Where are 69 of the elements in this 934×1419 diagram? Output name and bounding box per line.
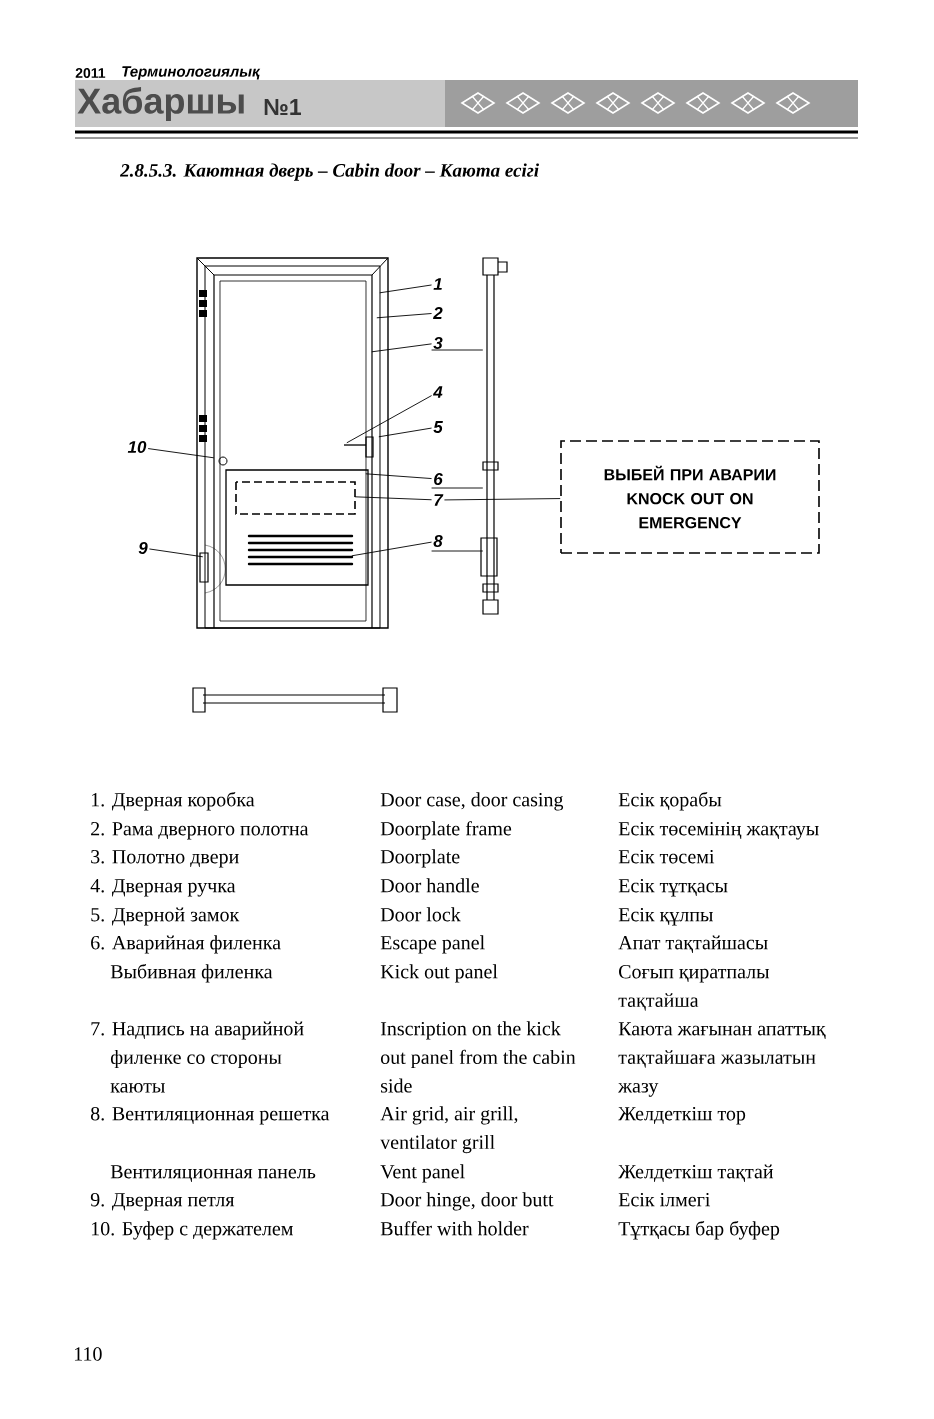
table-cell: Есік төсемі [618,850,715,864]
table-cell: 5. Дверной замок [91,907,240,926]
callout-number: 2 [433,307,443,319]
leader-line [431,487,484,489]
callout-number: 9 [138,542,148,555]
leader-line [365,473,432,479]
inscription-box: ВЫБЕЙ ПРИ АВАРИИ KNOCK OUT ON EMERGENCY [560,440,820,554]
leader-line [444,498,561,501]
table-cell: Doorplate [380,849,460,868]
table-cell: Есік тұтқасы [618,879,728,897]
table-cell: Air grid, air grill, ventilator grill [380,1106,518,1154]
leader-line [149,548,204,558]
leader-line [354,496,432,501]
table-cell: 7. Надпись на аварийной филенке со стороны каюты [91,1021,304,1093]
leader-line [351,541,432,557]
table-cell: Есік ілмегі [618,1193,711,1207]
side-view-drawing [480,257,508,615]
callout-number: 4 [433,386,443,398]
table-cell: 2. Рама дверного полотна [91,822,309,840]
table-cell: Door handle [380,878,479,893]
issue-number: №1 [264,99,301,115]
table-cell: Вентиляционная панель [110,1165,316,1183]
table-cell: Buffer with holder [380,1221,529,1236]
leader-line [371,343,432,353]
callout-number: 6 [434,473,443,486]
header-year: 2011 [75,68,106,78]
header-text: Терминологиялық [122,66,261,80]
callout-number: 3 [433,337,443,350]
table-cell: Тұтқасы бар буфер [618,1220,780,1240]
table-cell: 8. Вентиляционная решетка [90,1106,330,1125]
table-cell: Апат тақтайшасы [618,935,768,954]
table-cell: 3. Полотно двери [91,850,239,868]
table-cell: Escape panel [380,935,485,954]
journal-title: Хабаршы [77,87,244,121]
table-cell: Door lock [380,907,461,922]
leader-line [346,395,432,444]
leader-line [431,550,484,552]
table-cell: Door case, door casing [380,792,564,811]
page-number: 110 [74,1347,102,1361]
callout-number: 8 [433,535,443,548]
table-cell: Doorplate frame [380,821,512,840]
table-cell: Vent panel [380,1164,465,1183]
table-cell: Есік құлпы [618,908,713,926]
table-cell: 4. Дверная ручка [90,879,236,897]
table-cell: 9. Дверная петля [90,1193,235,1211]
door-drawing [196,257,389,629]
table-cell: Door hinge, door butt [380,1192,554,1211]
table-cell: Желдеткіш тақтай [618,1164,774,1183]
table-cell: Kick out panel [380,964,498,983]
leader-line [378,427,432,438]
callout-number: 5 [433,421,443,433]
leader-line [376,313,432,319]
callout-number: 10 [127,441,147,454]
table-cell: 10. Буфер с держателем [91,1221,293,1240]
table-cell: 6. Аварийная филенка [91,935,281,954]
table-cell: Выбивная филенка [110,963,273,983]
table-cell: Inscription on the kick out panel from the cabin side [380,1021,576,1093]
table-cell: Есік қорабы [618,791,722,811]
leader-line [431,349,484,351]
callout-number: 7 [434,494,444,506]
section-title: 2.8.5.3. Каютная дверь – Cabin door – Каюта есігі [119,163,539,181]
table-cell: 1. Дверная коробка [91,791,255,811]
callout-number: 1 [433,278,442,290]
leader-line [147,448,215,459]
table-cell: Желдеткіш тор [618,1107,746,1125]
leader-line [379,284,432,294]
table-cell: Соғып қиратпалы тақтайша [618,965,770,1011]
table-cell: Каюта жағынан апаттық тақтайшаға жазылатын жазу [618,1022,826,1097]
table-cell: Есік төсемінің жақтауы [618,822,819,840]
